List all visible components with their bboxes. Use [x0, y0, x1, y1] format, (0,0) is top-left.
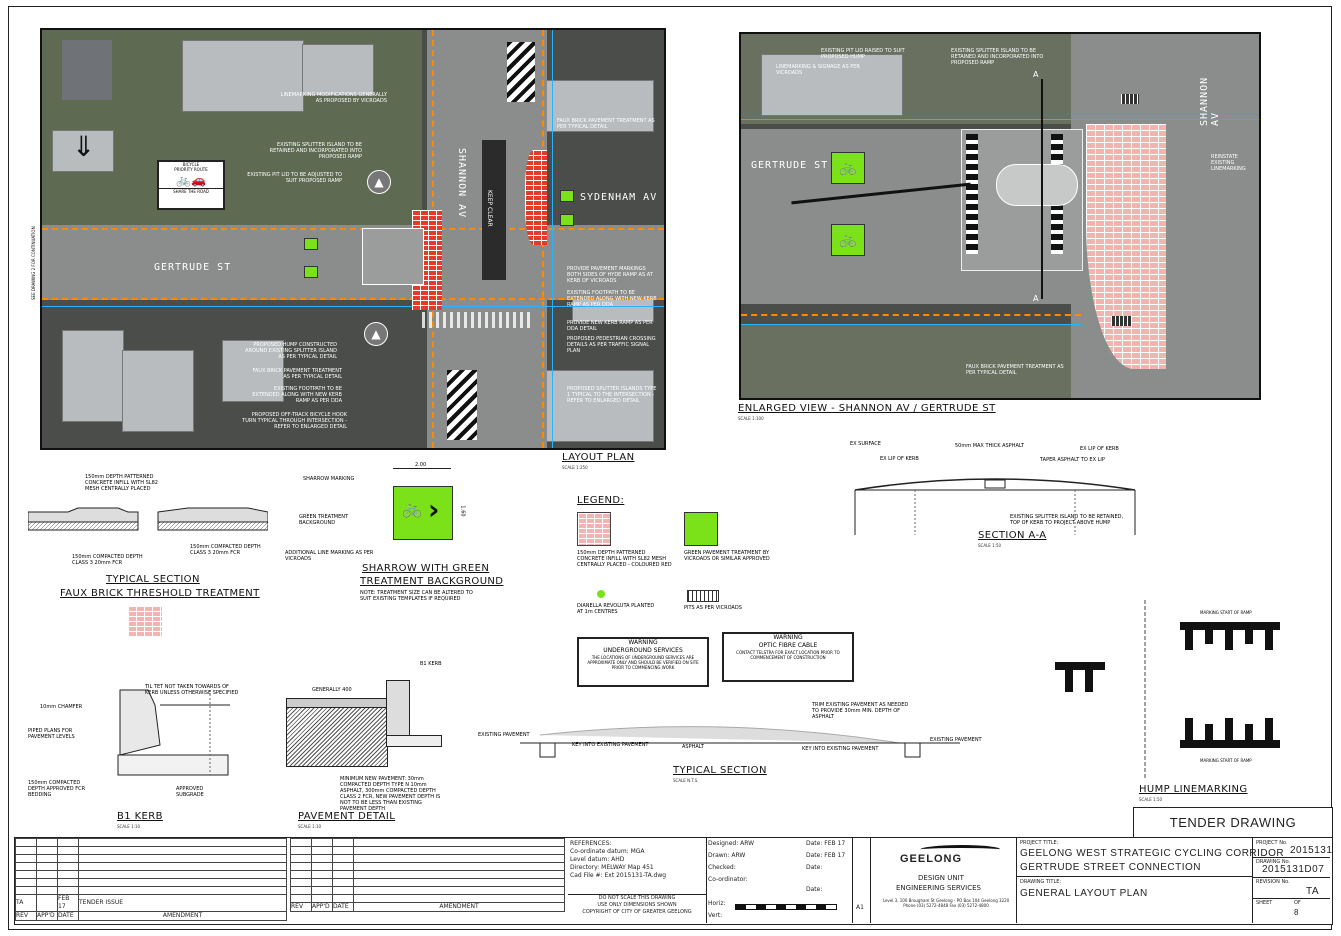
plant-icon	[597, 590, 605, 598]
sharrow-title1: SHARROW WITH GREEN	[362, 563, 490, 574]
sharrow-marking	[304, 238, 318, 250]
legend-plant-label: DIANELLA REVOLUTA PLANTED AT 1m CENTRES	[577, 603, 655, 615]
legend-green-swatch	[684, 512, 718, 546]
typical-section-drawing	[520, 726, 960, 758]
street-name-shannon: SHANNON AV	[1199, 76, 1221, 126]
faux-brick-treatment	[412, 210, 442, 310]
drawing-number: 2015131D07	[1262, 864, 1325, 875]
layout-plan-aerial: GERTRUDE ST SYDENHAM AV SHANNON AV KEEP …	[40, 28, 666, 450]
note-12: PROPOSED SPLITTER ISLANDS TYPE 1 TYPICAL…	[567, 386, 657, 404]
enl-note-4: FAUX BRICK PAVEMENT TREATMENT AS PER TYP…	[966, 364, 1064, 376]
geelong-logo: GEELONG	[880, 843, 1005, 871]
disclaimer: DO NOT SCALE THIS DRAWING USE ONLY DIMEN…	[568, 894, 706, 916]
warning-underground-services: WARNING UNDERGROUND SERVICES THE LOCATIO…	[577, 637, 709, 687]
legend-green-label: GREEN PAVEMENT TREATMENT BY VICROADS OR …	[684, 550, 770, 562]
note-5: EXISTING FOOTPATH TO BE EXTENDED ALONG W…	[252, 386, 342, 404]
note-4: FAUX BRICK PAVEMENT TREATMENT AS PER TYP…	[252, 368, 342, 380]
faux-brick-section-drawing	[28, 507, 268, 531]
faux-brick-title2: FAUX BRICK THRESHOLD TREATMENT	[60, 588, 260, 599]
layout-plan-title: LAYOUT PLAN	[562, 452, 635, 463]
legend-brick-swatch	[577, 512, 611, 546]
enl-note-3: REINSTATE EXISTING LINEMARKING	[1211, 154, 1246, 172]
note-0: LINEMARKING MODIFICATIONS GENERALLY AS P…	[280, 92, 387, 104]
tender-drawing-box: TENDER DRAWING	[1133, 807, 1333, 839]
street-name-shannon: SHANNON AV	[456, 148, 467, 219]
section-mark-a-bottom: A	[1033, 294, 1039, 303]
continuation-note: SEE DRAWING 2 FOR CONTINUATION	[31, 226, 36, 300]
street-name-gertrude: GERTRUDE ST	[154, 262, 232, 273]
bicycle-icon: 🚲	[839, 232, 857, 248]
note-9: EXISTING FOOTPATH TO BE EXTENDED ALONG W…	[567, 290, 657, 308]
note-6: PROPOSED OFF-TRACK BICYCLE HOOK TURN TYP…	[242, 412, 347, 430]
sheet-number: 8	[1294, 908, 1299, 917]
note-10: PROVIDE NEW KERB RAMP AS PER DDA DETAIL	[567, 320, 653, 332]
sharrow-marking: 🚲	[831, 224, 865, 256]
section-mark-a-top: A	[1033, 70, 1039, 79]
note-11: PROPOSED PEDESTRIAN CROSSING DETAILS AS …	[567, 336, 656, 354]
note-7: FAUX BRICK PAVEMENT TREATMENT AS PER TYP…	[557, 118, 655, 130]
project-title-line1: GEELONG WEST STRATEGIC CYCLING CORRIDOR	[1020, 848, 1285, 859]
road-marking-keep-clear: KEEP CLEAR	[486, 190, 493, 227]
note-1: EXISTING SPLITTER ISLAND TO BE RETAINED …	[269, 142, 362, 160]
enlarged-view-title: ENLARGED VIEW - SHANNON AV / GERTRUDE ST	[738, 403, 996, 414]
scale-bar	[735, 904, 837, 910]
legend-title: LEGEND:	[577, 495, 625, 506]
enlarged-view-aerial: 🚲 🚲 GERTRUDE ST SHANNON AV A A EXISTING …	[739, 32, 1261, 400]
drawing-title: GENERAL LAYOUT PLAN	[1020, 888, 1148, 899]
sharrow-detail-swatch: 🚲 ›	[393, 486, 453, 540]
project-number: 2015131	[1290, 845, 1333, 856]
give-way-sign-icon: ▲	[364, 322, 388, 346]
b1-kerb-drawing	[117, 689, 230, 776]
enl-note-0: EXISTING PIT LID RAISED TO SUIT PROPOSED…	[821, 48, 905, 60]
section-aa-title: SECTION A-A	[978, 530, 1047, 541]
enl-note-1: LINEMARKING & SIGNAGE AS PER VICROADS	[776, 64, 860, 76]
faux-brick-title1: TYPICAL SECTION	[106, 574, 200, 585]
give-way-sign-icon: ▲	[367, 170, 391, 194]
bicycle-icon: 🚲	[839, 160, 857, 176]
note-3: PROPOSED HUMP CONSTRUCTED AROUND EXISTIN…	[245, 342, 337, 360]
hump-linemarking-title: HUMP LINEMARKING	[1139, 784, 1248, 795]
chevron-right-icon: ›	[428, 493, 440, 526]
pavement-detail-title: PAVEMENT DETAIL	[298, 811, 396, 822]
house-roof	[182, 40, 304, 112]
b1-kerb-title: B1 KERB	[117, 811, 163, 822]
note-2: EXISTING PIT LID TO BE ADJUSTED TO SUIT …	[247, 172, 342, 184]
pavement-detail-drawing	[286, 705, 388, 767]
sharrow-marking: 🚲	[831, 152, 865, 184]
typical-section-title: TYPICAL SECTION	[673, 765, 767, 776]
bicycle-priority-sign: BICYCLE PRIORITY ROUTE 🚲🚗 SHARE THE ROAD	[157, 160, 225, 210]
pit-icon	[687, 590, 719, 602]
pit-icon	[1121, 94, 1139, 104]
sharrow-detail-dim-line	[393, 468, 451, 469]
revision-number: TA	[1306, 886, 1320, 897]
sheet-size: A1	[856, 904, 864, 911]
legend-pit-label: PITS AS PER VICROADS	[684, 605, 742, 611]
street-name-sydenham: SYDENHAM AV	[580, 192, 658, 203]
warning-optic-fibre: WARNING OPTIC FIBRE CABLE CONTACT TELSTR…	[722, 632, 854, 682]
north-arrow-icon: ⇓	[72, 130, 96, 163]
project-title-line2: GERTRUDE STREET CONNECTION	[1020, 862, 1201, 873]
hump-linemarking-drawing	[1055, 600, 1281, 780]
note-8: PROVIDE PAVEMENT MARKINGS BOTH SIDES OF …	[567, 266, 653, 284]
sharrow-title2: TREATMENT BACKGROUND	[360, 576, 504, 587]
faux-brick-swatch	[128, 606, 162, 636]
drawing-sheet	[8, 6, 1332, 930]
enl-note-2: EXISTING SPLITTER ISLAND TO BE RETAINED …	[951, 48, 1044, 66]
pit-icon	[1111, 316, 1131, 326]
bicycle-and-car-icon: 🚲🚗	[176, 173, 206, 187]
gertrude-st-road	[42, 225, 664, 300]
street-name-gertrude: GERTRUDE ST	[751, 160, 829, 171]
section-aa-drawing	[854, 478, 1136, 535]
legend-brick-label: 150mm DEPTH PATTERNED CONCRETE INFILL WI…	[577, 550, 672, 568]
bicycle-icon: 🚲	[402, 499, 422, 518]
references: REFERENCES: Co-ordinate datum: MGA Level…	[570, 840, 667, 879]
